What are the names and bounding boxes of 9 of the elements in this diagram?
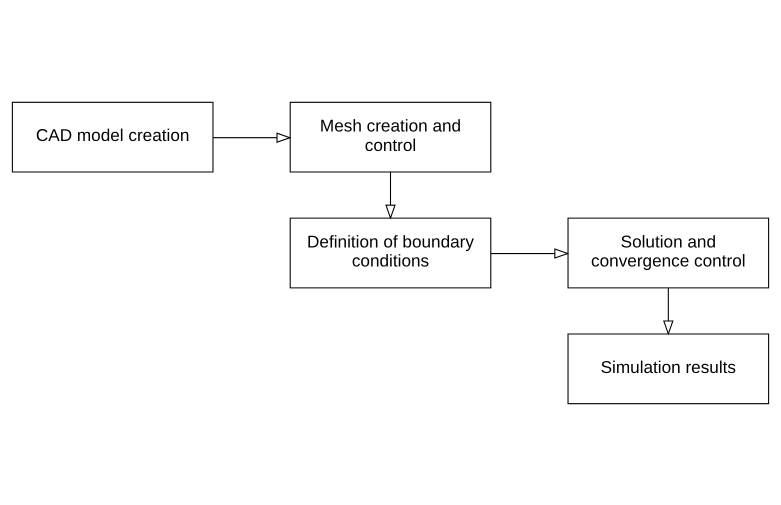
node-box: Simulation results (567, 332, 770, 404)
arrow (490, 248, 570, 258)
arrow (663, 288, 674, 336)
arrow (212, 132, 292, 142)
node-box: Definition of boundary conditions (290, 217, 492, 288)
node-box: Mesh creation and control (290, 101, 492, 172)
arrow (385, 172, 396, 220)
node-box: CAD model creation (12, 101, 214, 172)
node-box: Solution and convergence control (567, 217, 770, 288)
